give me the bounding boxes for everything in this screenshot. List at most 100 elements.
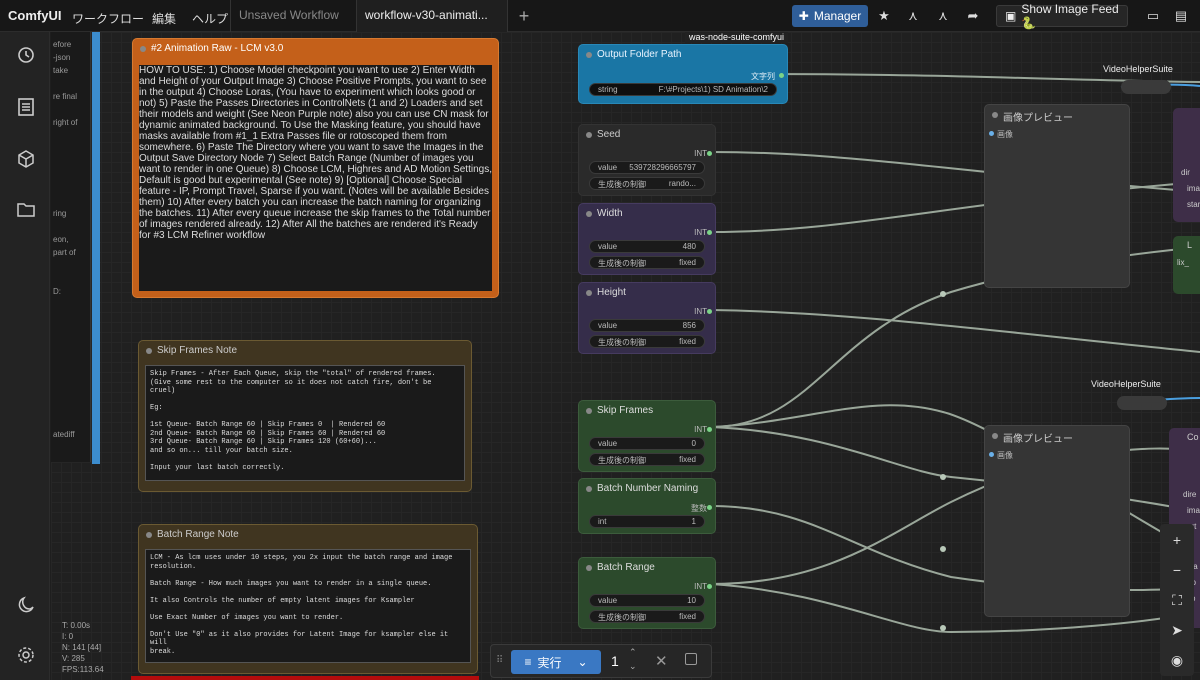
queue-icon[interactable] <box>15 96 37 118</box>
run-button[interactable]: ≡ 実行 ⌄ <box>511 650 601 674</box>
tab-label: workflow-v30-animati... <box>365 8 488 22</box>
reroute-node-1[interactable] <box>1121 80 1171 94</box>
graph-canvas[interactable]: efore -json take re final right of ring … <box>51 32 1200 680</box>
add-tab-icon[interactable]: + <box>518 5 530 26</box>
output-label: 文字列 <box>751 72 775 81</box>
perf-stats: T: 0.00s I: 0 N: 141 [44] V: 285 FPS:113… <box>62 620 104 675</box>
drag-handle-icon[interactable]: ⠿ <box>496 655 504 666</box>
star-icon[interactable]: ★ <box>878 8 890 23</box>
menu-edit[interactable]: 編集 <box>152 12 177 26</box>
chevron-down-icon[interactable]: ⌄ <box>577 655 588 669</box>
eye-icon[interactable]: ◉ <box>1170 651 1184 668</box>
note-animation-raw[interactable]: #2 Animation Raw - LCM v3.0 HOW TO USE: … <box>132 38 499 298</box>
decrement-icon[interactable]: ⌄ <box>629 661 637 671</box>
menu-help[interactable]: ヘルプ <box>192 12 229 26</box>
cube-icon[interactable] <box>15 148 37 170</box>
input-socket[interactable] <box>989 452 994 457</box>
output-socket[interactable] <box>707 309 712 314</box>
layout-icon[interactable]: ▤ <box>1174 8 1188 23</box>
node-image-preview-1[interactable]: 画像プレビュー 画像 <box>984 104 1130 288</box>
tab-unsaved-workflow[interactable]: Unsaved Workflow <box>230 0 356 32</box>
output-socket[interactable] <box>707 151 712 156</box>
string-widget[interactable]: string F:\#Projects\1) SD Animation\2 <box>589 83 777 96</box>
panel-toggle-icon[interactable]: ▭ <box>1146 8 1160 23</box>
output-label: INT <box>694 149 707 158</box>
skip-value-widget[interactable]: value 0 <box>589 437 705 450</box>
zoom-in-icon[interactable]: + <box>1172 532 1182 548</box>
note-skip-frames[interactable]: Skip Frames Note Skip Frames - After Eac… <box>138 340 472 492</box>
output-socket[interactable] <box>707 505 712 510</box>
node-output-folder-path[interactable]: Output Folder Path 文字列 string F:\#Projec… <box>578 44 788 104</box>
note-batch-range[interactable]: Batch Range Note LCM - As lcm uses under… <box>138 524 478 674</box>
left-line <box>53 350 88 363</box>
note-text[interactable]: LCM - As lcm uses under 10 steps, you 2x… <box>145 549 471 663</box>
widget-value: 480 <box>682 242 696 251</box>
left-line: eon, <box>53 235 69 244</box>
partial-node-right-2[interactable]: L lix_ <box>1173 236 1200 294</box>
node-image-preview-2[interactable]: 画像プレビュー 画像 <box>984 425 1130 617</box>
moon-icon[interactable] <box>15 594 37 616</box>
show-image-feed-button[interactable]: ▣Show Image Feed 🐍 <box>996 2 1128 30</box>
widget-name: value <box>598 439 618 448</box>
menu-workflow[interactable]: ワークフロー <box>72 12 145 26</box>
output-socket[interactable] <box>707 584 712 589</box>
group-label-was: was-node-suite-comfyui <box>685 32 789 43</box>
reroute-node-2[interactable] <box>1117 396 1167 410</box>
manager-button[interactable]: ✚Manager <box>792 5 868 27</box>
batch-count-input[interactable]: 1 <box>611 653 619 669</box>
app-logo[interactable]: ComfyUI <box>8 8 62 23</box>
history-icon[interactable] <box>15 44 37 66</box>
increment-icon[interactable]: ⌃ <box>629 647 637 657</box>
model-alt-icon[interactable]: ⋏ <box>938 8 948 23</box>
left-line: efore <box>53 40 72 49</box>
output-socket[interactable] <box>707 427 712 432</box>
widget-value: 0 <box>691 439 696 448</box>
left-line <box>53 363 88 376</box>
tab-workflow-v30[interactable]: workflow-v30-animati... <box>356 0 508 32</box>
cancel-icon[interactable]: ✕ <box>655 653 668 670</box>
partial-node-right-1[interactable]: dir ima star <box>1173 108 1200 222</box>
output-socket[interactable] <box>707 230 712 235</box>
model-icon[interactable]: ⋏ <box>908 8 918 23</box>
settings-gear-icon[interactable] <box>15 644 37 666</box>
note-text[interactable]: HOW TO USE: 1) Choose Model checkpoint y… <box>139 65 492 291</box>
share-icon[interactable]: ➦ <box>967 8 979 23</box>
navigate-icon[interactable]: ➤ <box>1171 621 1183 638</box>
group-border <box>92 32 100 464</box>
tab-label: Unsaved Workflow <box>239 8 339 22</box>
node-title: Seed <box>579 125 715 145</box>
widget-value: fixed <box>679 258 696 267</box>
fit-view-icon[interactable]: ⛶ <box>1172 591 1182 608</box>
stat-i: I: 0 <box>62 632 74 641</box>
zoom-out-icon[interactable]: − <box>1172 562 1182 578</box>
partial-note-left[interactable]: efore -json take re final right of ring … <box>51 32 91 462</box>
note-text[interactable]: Skip Frames - After Each Queue, skip the… <box>145 365 465 481</box>
stop-icon[interactable] <box>685 653 697 665</box>
input-label: ima <box>1187 184 1200 193</box>
input-socket[interactable] <box>989 131 994 136</box>
left-line <box>53 194 88 207</box>
output-label: 整数 <box>691 504 707 513</box>
stat-v: V: 285 <box>62 654 85 663</box>
left-line <box>53 376 88 389</box>
input-label: dire <box>1183 490 1197 499</box>
folder-icon[interactable] <box>15 198 37 220</box>
widget-name: 生成後の制御 <box>598 338 646 347</box>
output-socket[interactable] <box>779 73 784 78</box>
